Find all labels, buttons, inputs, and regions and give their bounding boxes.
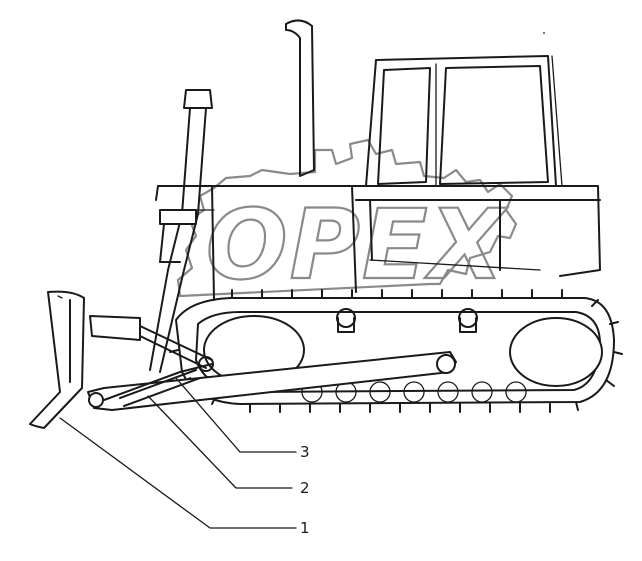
watermark-text: OPEX — [206, 189, 508, 301]
leader-lines — [59, 377, 297, 529]
speck — [543, 32, 545, 34]
callout-3: 3 — [300, 443, 310, 461]
dozer-blade — [29, 290, 85, 429]
callout-2: 2 — [300, 479, 310, 497]
track-assembly — [169, 289, 623, 413]
lift-cylinder — [149, 89, 213, 373]
watermark: OPEX — [176, 138, 518, 302]
cab — [365, 55, 563, 187]
callout-1: 1 — [300, 519, 310, 537]
exhaust-stack — [285, 19, 315, 177]
brace-strut — [119, 369, 201, 407]
tilt-cylinder — [89, 315, 214, 372]
